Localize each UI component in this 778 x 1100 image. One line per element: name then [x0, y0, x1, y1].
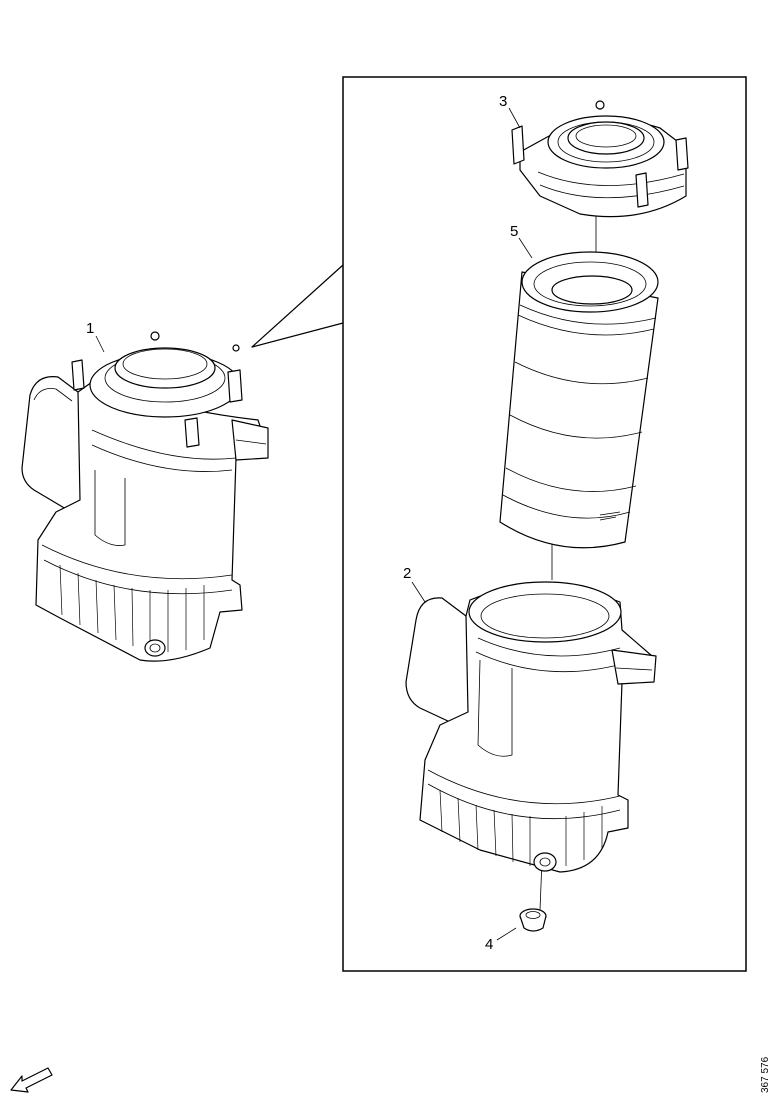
- assembled-air-filter-housing: [21, 331, 269, 662]
- detail-frame: [251, 76, 747, 972]
- part-3-top-cover: [511, 100, 689, 218]
- callout-1: 1: [86, 320, 94, 337]
- callout-4: 4: [485, 936, 493, 953]
- front-direction-arrow-icon: [10, 1067, 53, 1093]
- callout-leaders: [95, 107, 533, 941]
- callout-2: 2: [403, 565, 411, 582]
- callout-3: 3: [499, 93, 507, 110]
- callout-5: 5: [510, 223, 518, 240]
- part-5-filter-element: [499, 251, 659, 549]
- part-4-drain-valve: [519, 908, 547, 932]
- part-2-housing: [405, 581, 657, 873]
- document-number: 367 576: [760, 1056, 771, 1093]
- assembly-axis-line: [539, 212, 597, 911]
